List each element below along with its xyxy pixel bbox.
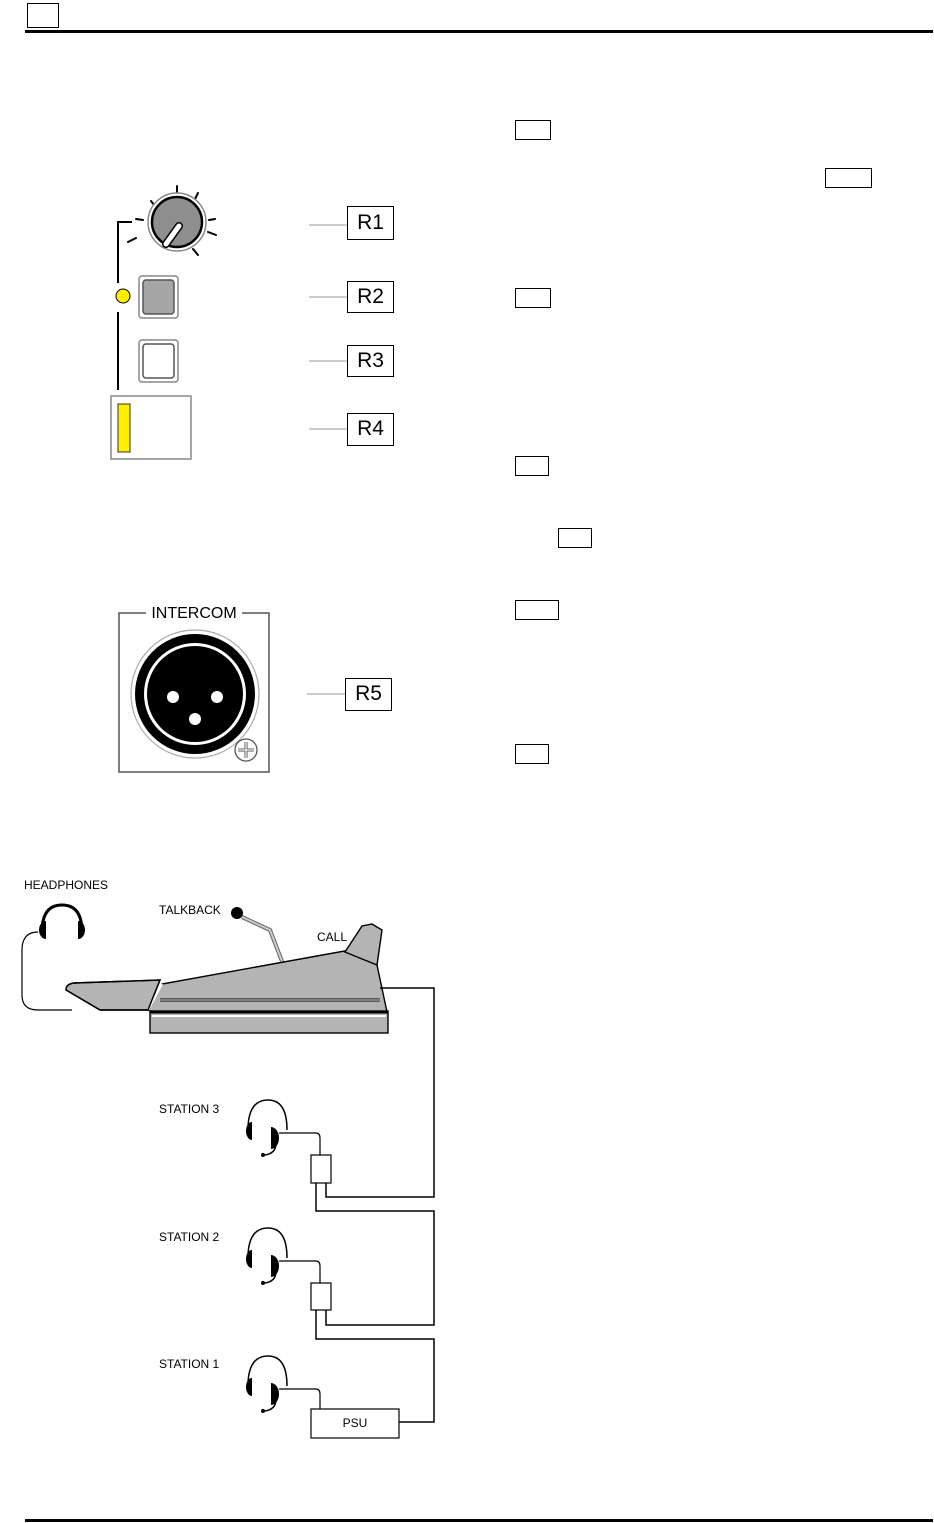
- ref-box-7: [515, 744, 549, 764]
- bus-line-2: [315, 1183, 435, 1326]
- headphones-label: HEADPHONES: [24, 878, 109, 892]
- level-knob: [150, 195, 204, 249]
- bus-line-3: [315, 1310, 435, 1423]
- ref-r3: R3: [347, 345, 394, 377]
- call-button: [142, 279, 175, 315]
- intercom-label: INTERCOM: [151, 605, 237, 622]
- ref-r5: R5: [345, 678, 392, 711]
- ref-r1-label: R1: [357, 211, 384, 234]
- ref-box-1: [515, 120, 551, 140]
- talkback-mic-icon: [231, 907, 285, 965]
- console-icon: [65, 923, 389, 1034]
- station-3-beltpack: [310, 1154, 332, 1184]
- xlr-face: [147, 646, 243, 742]
- talkback-label: TALKBACK: [159, 903, 221, 917]
- knob-pointer: [163, 223, 182, 247]
- ref-r4: R4: [347, 413, 394, 446]
- bus-line-1: [325, 987, 435, 1198]
- xlr-pin-3: [189, 713, 201, 725]
- wiring-diagram: [21, 903, 435, 1439]
- ref-box-3: [515, 288, 551, 308]
- ref-r3-label: R3: [357, 349, 384, 372]
- station-2-label: STATION 2: [159, 1230, 220, 1244]
- ref-box-6: [515, 600, 559, 620]
- ref-r1: R1: [347, 206, 394, 240]
- ref-box-4: [515, 456, 549, 476]
- front-panel-diagram: [110, 185, 347, 773]
- footer-rule: [25, 1519, 933, 1522]
- bracket-top: [117, 221, 132, 283]
- page-number-box: [27, 3, 59, 28]
- ref-r5-label: R5: [355, 682, 382, 705]
- call-label: CALL: [317, 930, 348, 944]
- station-1-headset-icon: [246, 1355, 321, 1413]
- station-2-beltpack: [310, 1282, 332, 1311]
- ref-r2: R2: [347, 281, 394, 313]
- ref-box-5: [558, 528, 592, 548]
- screw-icon: [234, 738, 258, 762]
- ref-r2-label: R2: [357, 285, 384, 308]
- station-3-label: STATION 3: [159, 1102, 220, 1116]
- xlr-pin-1: [167, 691, 179, 703]
- station-3-headset-icon: [246, 1099, 321, 1157]
- headphones-icon: [21, 903, 85, 1011]
- status-led: [115, 288, 131, 304]
- psu-label: PSU: [342, 1416, 368, 1430]
- ref-box-2: [825, 168, 872, 188]
- leader-lines: [307, 224, 347, 695]
- psu-box: [310, 1408, 400, 1439]
- station-2-headset-icon: [246, 1227, 321, 1285]
- talk-button: [142, 343, 175, 379]
- header-rule: [25, 30, 933, 33]
- ref-r4-label: R4: [357, 417, 384, 440]
- meter-bar: [117, 403, 131, 453]
- intercom-label-gap: [146, 603, 242, 623]
- station-1-label: STATION 1: [159, 1357, 220, 1371]
- xlr-pin-2: [211, 691, 223, 703]
